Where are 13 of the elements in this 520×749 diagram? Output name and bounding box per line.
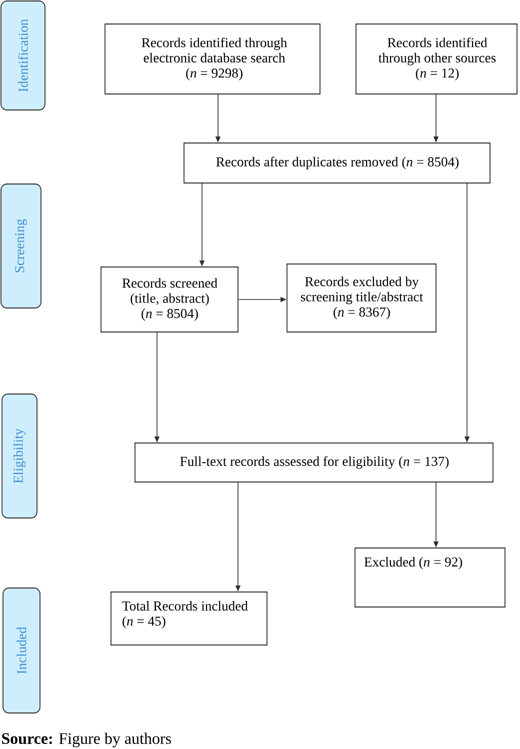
stage-band: Identification: [0, 0, 46, 110]
process-box: Records after duplicates removed (n = 8504): [184, 142, 490, 184]
stage-band: Included: [2, 588, 40, 714]
process-box: Records screened (title, abstract) (n = 8504): [100, 266, 238, 332]
process-box: Excluded (n = 92): [354, 548, 506, 608]
stage-band: Screening: [0, 184, 42, 308]
process-box: Total Records included (n = 45): [110, 592, 268, 646]
process-box: Records identified through electronic database search (n = 9298): [104, 24, 320, 94]
process-box: Records identified through other sources (n = 12): [356, 24, 518, 94]
process-box: Full-text records assessed for eligibility (n = 137): [134, 442, 494, 482]
stage-band: Eligibility: [2, 394, 38, 518]
caption: Source: Figure by authors: [2, 732, 171, 748]
process-box: Records excluded by screening title/abstract (n = 8367): [286, 264, 436, 332]
